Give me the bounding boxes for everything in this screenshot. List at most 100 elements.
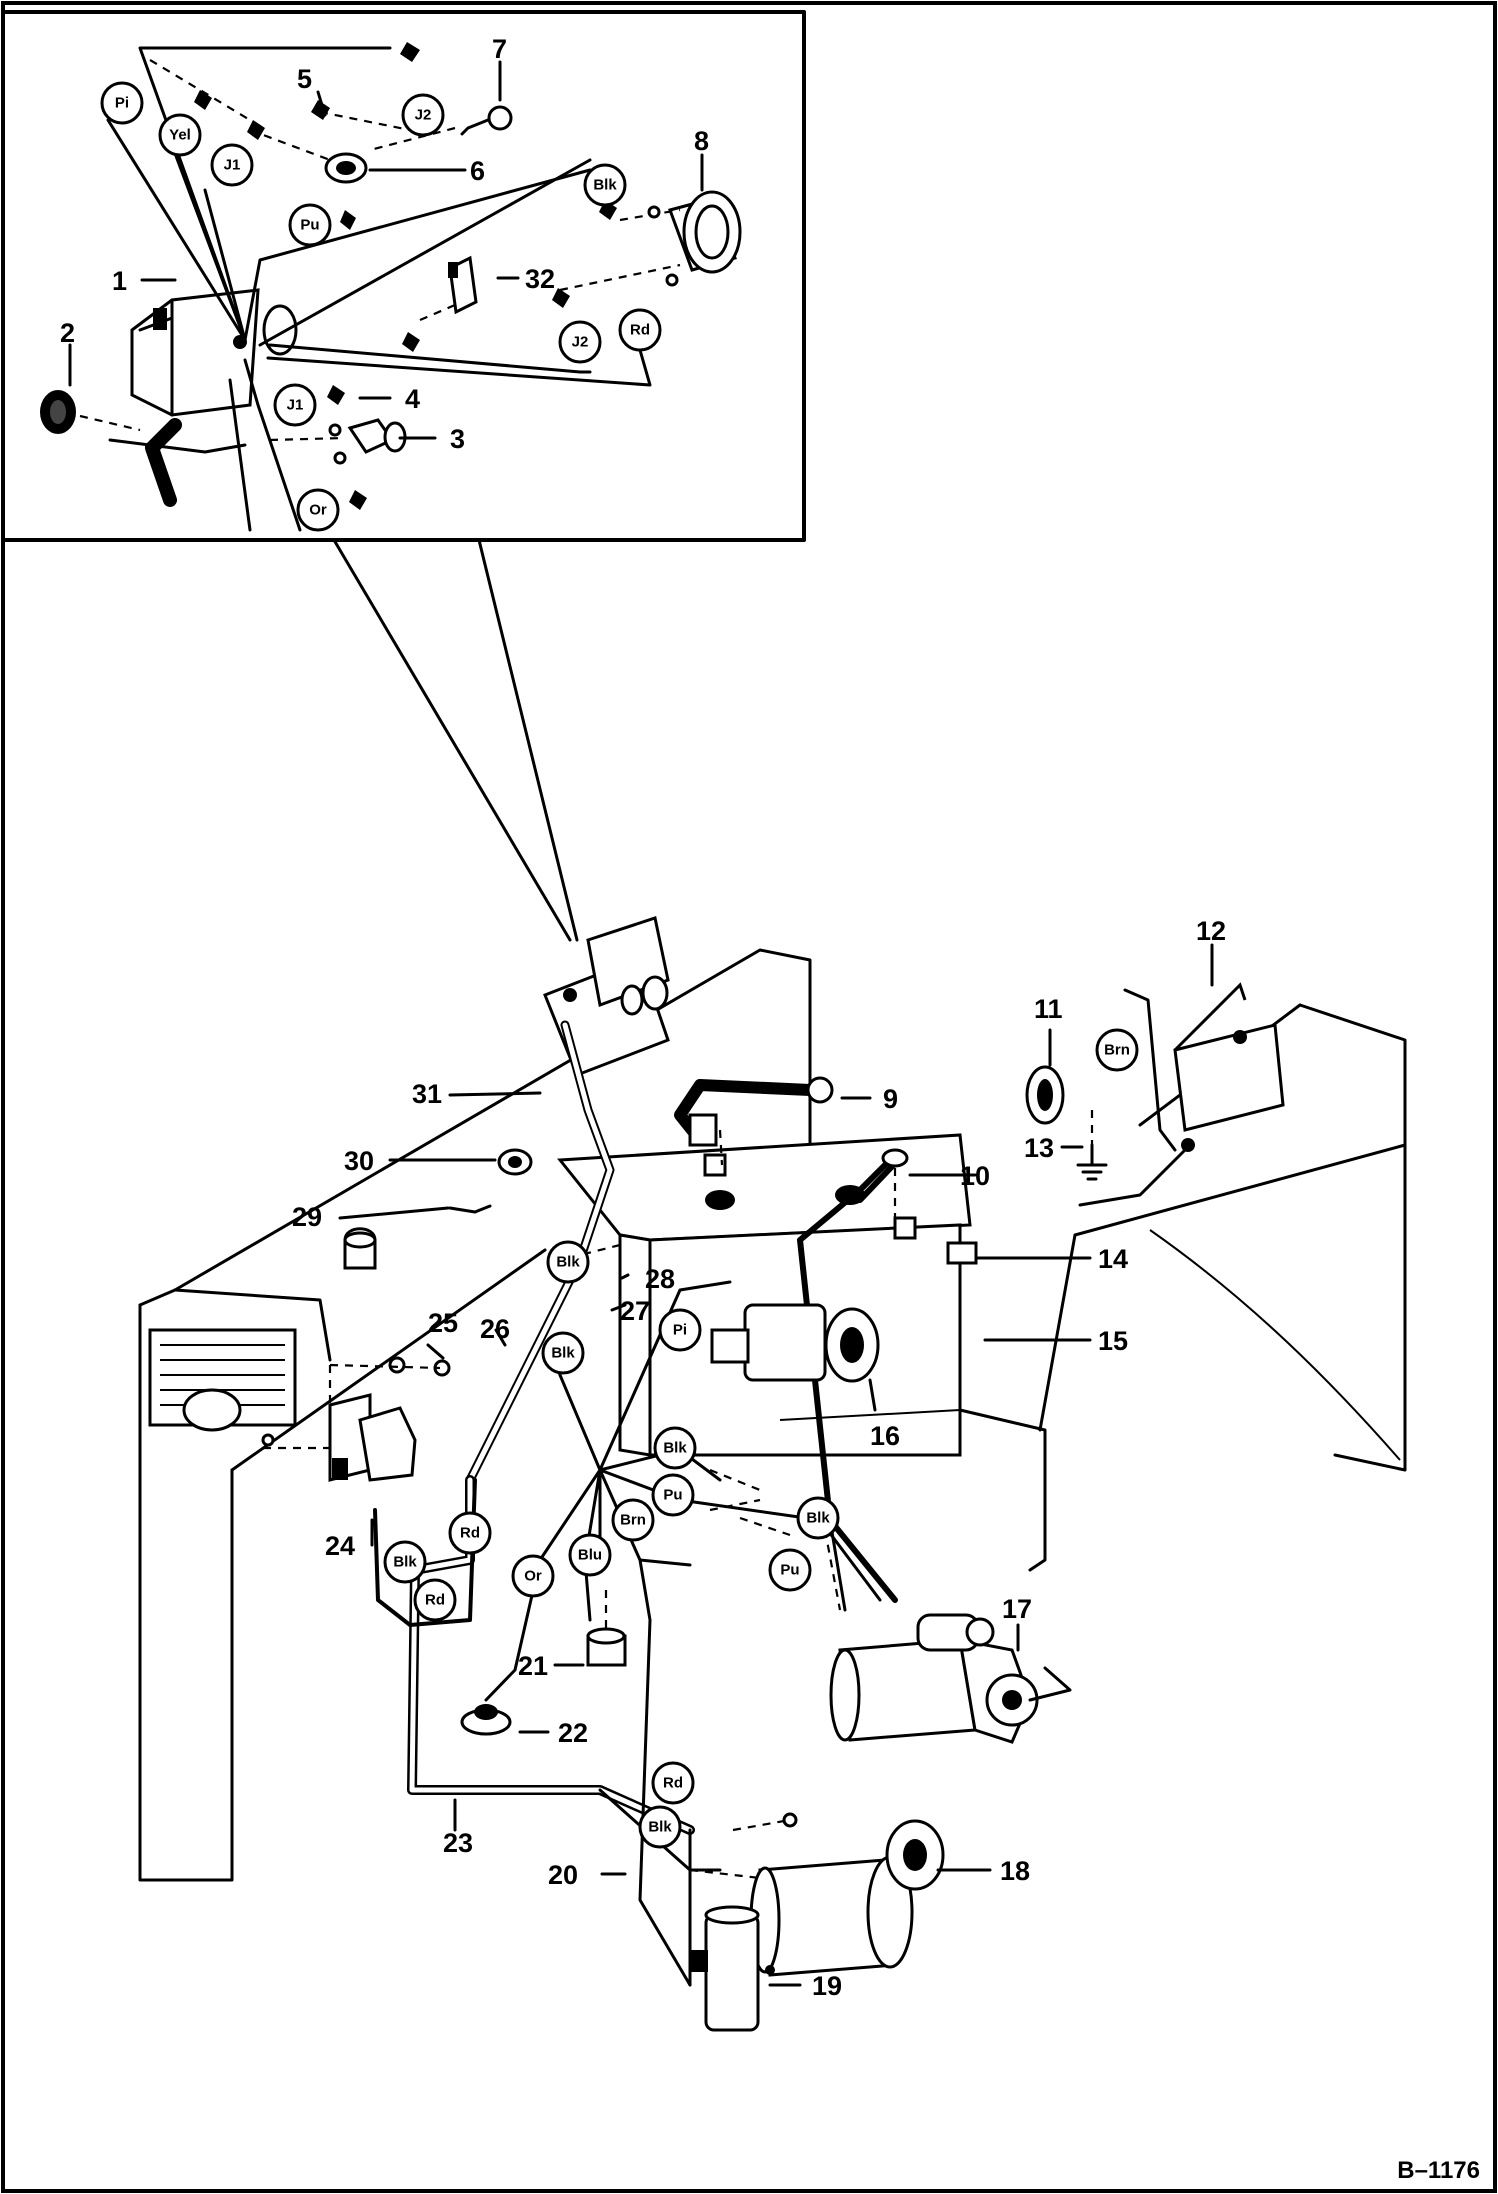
tag-pi-inset: Pi bbox=[100, 81, 144, 125]
item-32-relay bbox=[448, 255, 478, 315]
tag-brn-harness: Brn bbox=[611, 1498, 655, 1542]
callout-25: 25 bbox=[428, 1308, 458, 1338]
tag-pu-starter: Pu bbox=[768, 1548, 812, 1592]
svg-text:Blk: Blk bbox=[393, 1554, 417, 1571]
svg-text:Pu: Pu bbox=[663, 1487, 682, 1504]
tag-brn-horn: Brn bbox=[1095, 1028, 1139, 1072]
item-21-switch bbox=[586, 1627, 627, 1667]
item-19-solenoid bbox=[690, 1905, 775, 2032]
svg-text:Brn: Brn bbox=[1104, 1042, 1130, 1059]
svg-text:Blk: Blk bbox=[663, 1440, 687, 1457]
tag-or-inset: Or bbox=[296, 488, 340, 532]
tag-rd-inset: Rd bbox=[618, 308, 662, 352]
callouts: 1 2 3 4 5 6 7 8 9 10 11 12 13 14 15 16 1… bbox=[60, 34, 1226, 2001]
item-3-lamp bbox=[347, 418, 407, 454]
main-assembly bbox=[138, 916, 1407, 2032]
callout-8: 8 bbox=[694, 126, 709, 156]
callout-14: 14 bbox=[1098, 1244, 1128, 1274]
callout-10: 10 bbox=[960, 1161, 990, 1191]
svg-text:Blk: Blk bbox=[648, 1819, 672, 1836]
callout-4: 4 bbox=[405, 384, 420, 414]
svg-text:Pu: Pu bbox=[780, 1562, 799, 1579]
figure-id: B–1176 bbox=[1397, 2157, 1480, 2184]
item-8-gauge bbox=[668, 190, 742, 274]
tag-j2-inset-bottom: J2 bbox=[558, 320, 602, 364]
callout-18: 18 bbox=[1000, 1856, 1030, 1886]
item-24-relay bbox=[261, 1393, 417, 1482]
item-14-fuse bbox=[946, 1241, 978, 1265]
tag-rd-harness: Rd bbox=[448, 1511, 492, 1555]
item-13-ground bbox=[1076, 1143, 1108, 1181]
callout-22: 22 bbox=[558, 1718, 588, 1748]
svg-text:Pi: Pi bbox=[115, 95, 129, 112]
tag-rd-relay: Rd bbox=[413, 1578, 457, 1622]
svg-text:Blk: Blk bbox=[551, 1345, 575, 1362]
tag-blk-27: Blk bbox=[541, 1331, 585, 1375]
tag-j1-inset-bottom: J1 bbox=[273, 383, 317, 427]
item-17-starter bbox=[829, 1613, 1072, 1744]
svg-text:Pi: Pi bbox=[673, 1322, 687, 1339]
callout-31: 31 bbox=[412, 1079, 442, 1109]
radiator-cap bbox=[182, 1388, 242, 1432]
callout-30: 30 bbox=[344, 1146, 374, 1176]
svg-text:Rd: Rd bbox=[425, 1592, 445, 1609]
item-18-alternator bbox=[749, 1812, 945, 1977]
callout-13: 13 bbox=[1024, 1133, 1054, 1163]
svg-text:Blk: Blk bbox=[806, 1510, 830, 1527]
item-16-solenoid bbox=[710, 1303, 880, 1383]
svg-text:Brn: Brn bbox=[620, 1512, 646, 1529]
tag-blk-relay: Blk bbox=[383, 1540, 427, 1584]
svg-text:Or: Or bbox=[524, 1568, 542, 1585]
svg-text:Blk: Blk bbox=[593, 177, 617, 194]
callout-23: 23 bbox=[443, 1828, 473, 1858]
callout-2: 2 bbox=[60, 318, 75, 348]
tag-or-main: Or bbox=[511, 1554, 555, 1598]
callout-12: 12 bbox=[1196, 916, 1226, 946]
ignition-switch-bracket bbox=[130, 288, 260, 417]
callout-21: 21 bbox=[518, 1651, 548, 1681]
callout-27: 27 bbox=[620, 1296, 650, 1326]
svg-text:J1: J1 bbox=[224, 157, 241, 174]
tag-yel-inset: Yel bbox=[158, 113, 202, 157]
tag-rd-alternator: Rd bbox=[651, 1761, 695, 1805]
tag-pi-main: Pi bbox=[658, 1308, 702, 1352]
switch-ring bbox=[262, 304, 298, 356]
svg-text:Yel: Yel bbox=[169, 127, 191, 144]
wire-tags: Pi Yel J1 J2 Pu Blk J2 Rd J1 Or Brn Blk … bbox=[100, 81, 1139, 1849]
svg-text:Pu: Pu bbox=[300, 217, 319, 234]
tag-pu-harness: Pu bbox=[651, 1473, 695, 1517]
callout-15: 15 bbox=[1098, 1326, 1128, 1356]
item-11-horn bbox=[1025, 1065, 1065, 1125]
callout-29: 29 bbox=[292, 1202, 322, 1232]
tag-blu: Blu bbox=[568, 1533, 612, 1577]
svg-text:Rd: Rd bbox=[663, 1775, 683, 1792]
tag-pu-inset: Pu bbox=[288, 203, 332, 247]
tag-blk-harness: Blk bbox=[653, 1426, 697, 1470]
svg-text:Rd: Rd bbox=[630, 322, 650, 339]
item-6-connector bbox=[324, 152, 368, 184]
callout-20: 20 bbox=[548, 1860, 578, 1890]
tag-j2-inset-top: J2 bbox=[401, 93, 445, 137]
callout-19: 19 bbox=[812, 1971, 842, 2001]
tag-blk-starter: Blk bbox=[796, 1496, 840, 1540]
svg-text:Rd: Rd bbox=[460, 1525, 480, 1542]
callout-26: 26 bbox=[480, 1314, 510, 1344]
tag-blk-alternator: Blk bbox=[638, 1805, 682, 1849]
item-2-cap bbox=[40, 390, 76, 434]
callout-9: 9 bbox=[883, 1084, 898, 1114]
tag-j1-inset-top: J1 bbox=[210, 143, 254, 187]
callout-3: 3 bbox=[450, 424, 465, 454]
callout-5: 5 bbox=[297, 64, 312, 94]
callout-17: 17 bbox=[1002, 1594, 1032, 1624]
item-7-key bbox=[460, 105, 513, 136]
callout-1: 1 bbox=[112, 266, 127, 296]
callout-6: 6 bbox=[470, 156, 485, 186]
svg-text:J2: J2 bbox=[415, 107, 432, 124]
svg-text:Blk: Blk bbox=[556, 1254, 580, 1271]
callout-11: 11 bbox=[1034, 994, 1063, 1024]
callout-28: 28 bbox=[645, 1264, 675, 1294]
tag-blk-inset: Blk bbox=[583, 163, 627, 207]
